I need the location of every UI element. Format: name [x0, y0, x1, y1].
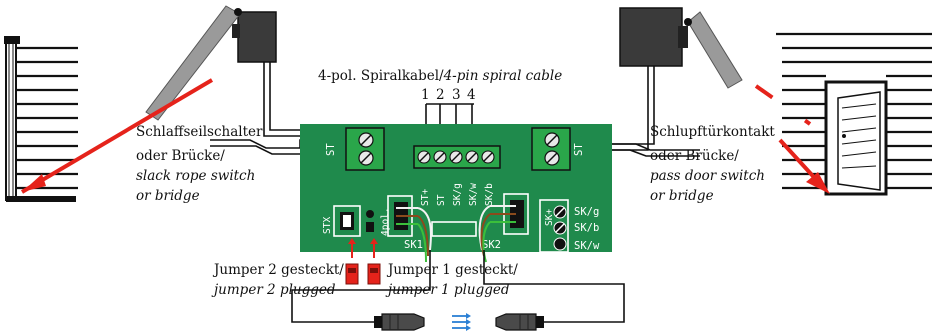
pin-number-2: 2 — [436, 87, 445, 103]
sk-right-b: SK/b — [574, 222, 599, 234]
stx-header: STX — [322, 205, 361, 237]
right-lead-2 — [612, 143, 700, 151]
right-door-illustration — [619, 7, 743, 89]
pin-number-1: 1 — [421, 87, 430, 103]
sensor-wires — [417, 205, 491, 263]
arrowhead-right — [806, 172, 830, 194]
pin-label-st-plus: ST+ — [420, 189, 431, 206]
slack-rope-de-1: Schlaffseilschalter — [136, 124, 263, 140]
jumper1-de: Jumper 1 gesteckt/ — [386, 262, 518, 278]
jumper-icons — [345, 263, 381, 285]
signal-arrows-icon — [452, 313, 471, 331]
sk2-label: SK2 — [482, 239, 501, 251]
arrowhead-left — [22, 174, 46, 192]
pin-number-3: 3 — [452, 87, 461, 103]
sk-right-g: SK/g — [574, 206, 599, 218]
sensor-loop-cable — [291, 250, 625, 323]
sk-side-label: SK+ — [544, 209, 555, 226]
pass-door-en-1: pass door switch — [650, 168, 765, 184]
pin-label-st: ST — [436, 194, 447, 206]
right-sk-terminal: SK+ SK/g SK/b SK/w — [539, 199, 600, 253]
pin-number-4: 4 — [467, 87, 476, 103]
slack-rope-switch — [145, 5, 277, 121]
pin-label-sk-w: SK/w — [468, 183, 479, 206]
resistor — [431, 221, 477, 237]
pass-door-de-2: oder Brücke/ — [650, 148, 739, 164]
spiral-cable-label-de: 4-pol. Spiralkabel/4-pin spiral cable — [318, 68, 562, 84]
sk1-label: SK1 — [404, 239, 423, 251]
jumper1-en: jumper 1 plugged — [385, 282, 510, 298]
slack-rope-en-1: slack rope switch — [136, 168, 255, 184]
pass-door-en-2: or bridge — [650, 188, 714, 204]
st-right-label: ST — [573, 143, 585, 156]
right-wall — [776, 32, 932, 190]
motion-arrow-left — [20, 78, 214, 194]
jumper2-de: Jumper 2 gesteckt/ — [212, 262, 344, 278]
four-pol-jumper: 4pol. — [366, 207, 391, 236]
jumper-pointers — [348, 238, 378, 258]
jumper2-en: jumper 2 plugged — [211, 282, 336, 298]
photo-sensor-left — [374, 313, 425, 331]
pass-door-de-1: Schlupftürkontakt — [650, 124, 775, 140]
five-pin-terminal — [413, 145, 501, 169]
pin-label-sk-g: SK/g — [452, 183, 463, 206]
slack-rope-de-2: oder Brücke/ — [136, 148, 225, 164]
motion-arrow-right-dash — [754, 84, 812, 126]
four-pol-label: 4pol. — [380, 207, 391, 236]
slack-rope-en-2: or bridge — [136, 188, 200, 204]
left-door-illustration — [4, 36, 78, 202]
right-st-terminal: ST — [531, 127, 585, 171]
pass-door — [824, 80, 888, 196]
sk-right-w: SK/w — [574, 240, 600, 252]
pin-label-sk-b: SK/b — [484, 183, 495, 206]
left-st-terminal: ST — [325, 127, 385, 171]
photo-sensor-right — [495, 313, 544, 331]
sk1-connector: SK1 — [387, 195, 423, 251]
right-lead — [612, 149, 700, 157]
sk2-connector: SK2 — [482, 193, 529, 251]
stx-label: STX — [322, 217, 333, 234]
st-left-label: ST — [325, 143, 337, 156]
left-lead-2 — [210, 145, 310, 155]
